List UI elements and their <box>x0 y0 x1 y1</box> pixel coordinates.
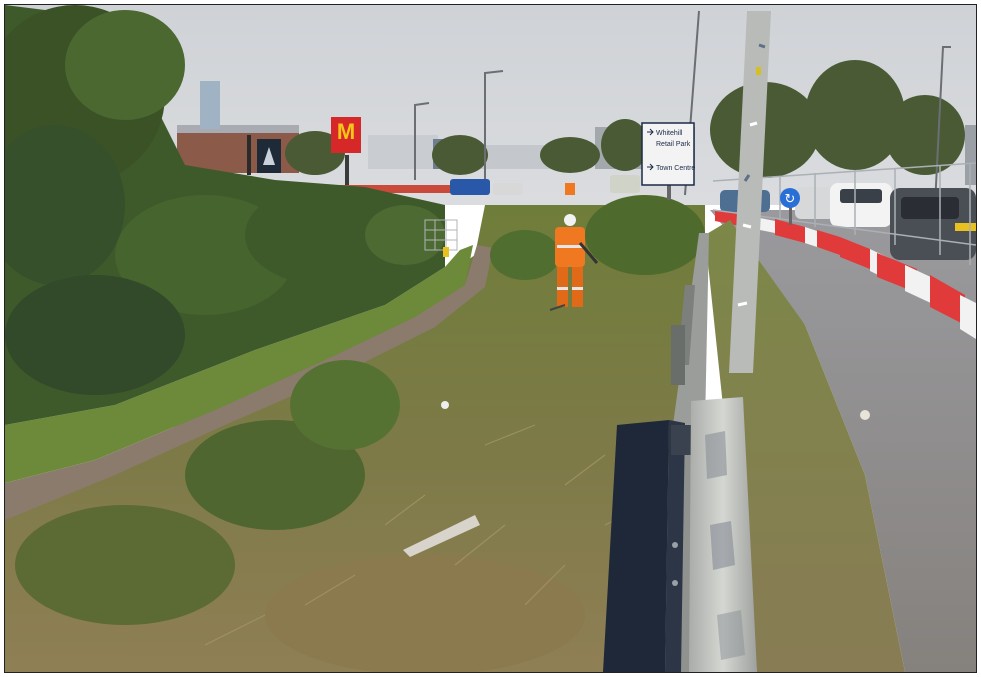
restaurant-logo-board <box>331 117 361 153</box>
street-lights <box>414 10 951 206</box>
direction-sign: Whitehill Retail Park Town Centre <box>641 122 695 200</box>
footpath <box>5 245 493 520</box>
grass-strip <box>5 245 473 483</box>
right-verge <box>705 220 905 672</box>
restaurant-logo-glyph: M <box>337 119 355 144</box>
info-board <box>247 135 281 175</box>
lamp-post <box>729 11 771 373</box>
debris <box>403 515 480 557</box>
temporary-fence <box>424 219 458 251</box>
foreground-shrubs <box>15 195 705 672</box>
photo-frame: M <box>4 4 977 673</box>
round-sign-glyph: ↻ <box>785 192 796 207</box>
rail-end-post <box>603 420 697 672</box>
hi-vis-worker <box>549 214 599 311</box>
restaurant-sign: M <box>331 117 361 203</box>
rail-cap <box>689 397 757 672</box>
dry-grass-texture <box>204 424 646 646</box>
round-road-sign: ↻ <box>780 188 800 225</box>
scene: M <box>5 5 976 672</box>
road <box>710 210 976 672</box>
left-hedge <box>5 5 445 425</box>
direction-sign-line-4: Town Centre <box>656 165 695 172</box>
direction-sign-line-2: Retail Park <box>656 141 691 148</box>
direction-sign-line-1: Whitehill <box>656 130 683 137</box>
distant-traffic <box>325 175 640 195</box>
